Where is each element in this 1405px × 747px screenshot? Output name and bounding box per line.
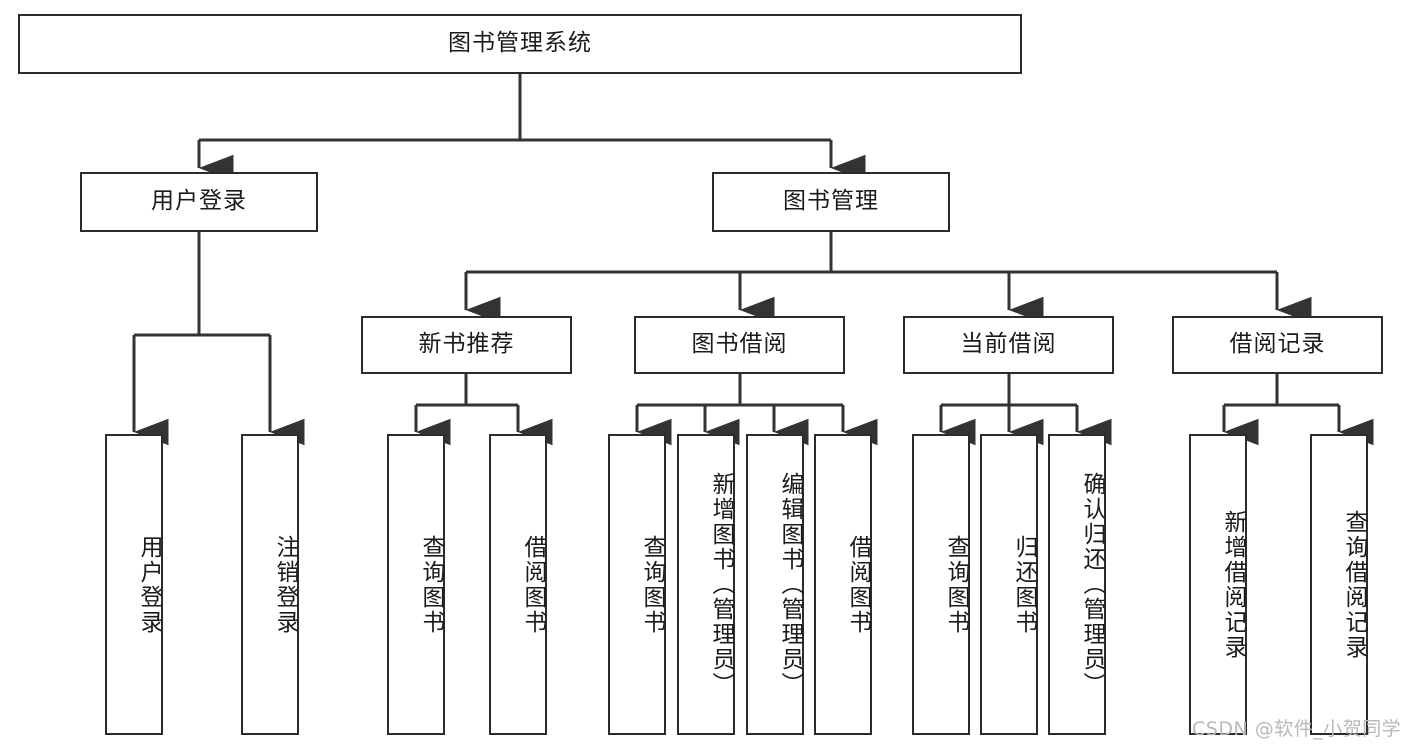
node-book-borrow[interactable]: 图书借阅 (634, 316, 845, 374)
leaf-borrow-borrow-book[interactable]: 借阅图书 (814, 434, 872, 735)
node-current-borrow[interactable]: 当前借阅 (903, 316, 1114, 374)
leaf-label: 借阅图书 (520, 534, 546, 635)
leaf-borrow-add-book-admin[interactable]: 新增图书（管理员） (677, 434, 735, 735)
watermark-text: CSDN @软件_小贺同学 (1192, 718, 1402, 740)
leaf-new-book-query[interactable]: 查询图书 (387, 434, 445, 735)
node-root-book-management-system[interactable]: 图书管理系统 (18, 14, 1022, 74)
leaf-label: 查询借阅记录 (1341, 509, 1367, 660)
leaf-current-return-book[interactable]: 归还图书 (980, 434, 1038, 735)
node-book-management[interactable]: 图书管理 (712, 172, 950, 232)
node-new-book-recommend[interactable]: 新书推荐 (361, 316, 572, 374)
leaf-label: 确认归还（管理员） (1079, 472, 1105, 697)
leaf-record-add-borrow-record[interactable]: 新增借阅记录 (1189, 434, 1247, 735)
leaf-label: 用户登录 (136, 534, 162, 635)
leaf-record-query-borrow-record[interactable]: 查询借阅记录 (1310, 434, 1368, 735)
leaf-label: 借阅图书 (845, 534, 871, 635)
leaf-label: 查询图书 (943, 534, 969, 635)
leaf-label: 新增借阅记录 (1220, 509, 1246, 660)
leaf-new-book-borrow[interactable]: 借阅图书 (489, 434, 547, 735)
leaf-label: 查询图书 (639, 534, 665, 635)
leaf-label: 编辑图书（管理员） (777, 472, 803, 697)
leaf-user-login-logout[interactable]: 注销登录 (241, 434, 299, 735)
node-borrow-record[interactable]: 借阅记录 (1172, 316, 1383, 374)
leaf-borrow-query-book[interactable]: 查询图书 (608, 434, 666, 735)
leaf-label: 注销登录 (272, 534, 298, 635)
leaf-label: 查询图书 (418, 534, 444, 635)
leaf-label: 归还图书 (1011, 534, 1037, 635)
leaf-current-confirm-return-admin[interactable]: 确认归还（管理员） (1048, 434, 1106, 735)
leaf-borrow-edit-book-admin[interactable]: 编辑图书（管理员） (746, 434, 804, 735)
leaf-current-query-book[interactable]: 查询图书 (912, 434, 970, 735)
node-user-login[interactable]: 用户登录 (80, 172, 318, 232)
leaf-user-login-login[interactable]: 用户登录 (105, 434, 163, 735)
leaf-label: 新增图书（管理员） (708, 472, 734, 697)
